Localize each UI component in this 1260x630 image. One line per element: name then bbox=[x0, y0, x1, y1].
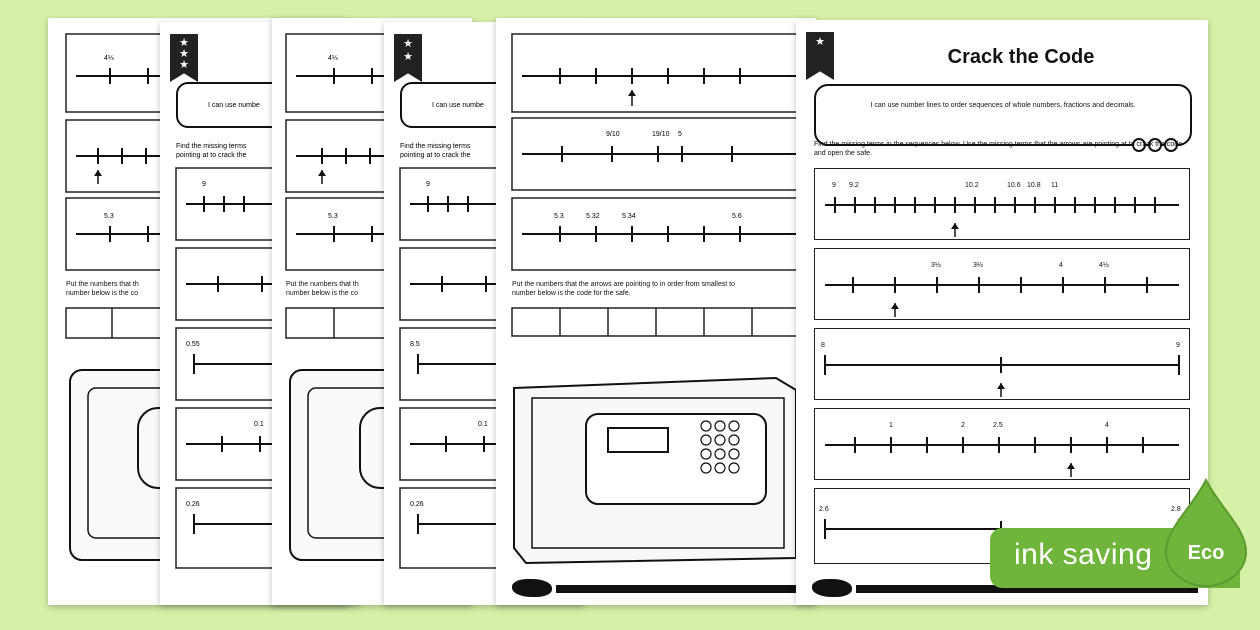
nl1-label-10-8: 10.8 bbox=[1027, 182, 1041, 189]
worksheet-back-5-art: 9/10 19/10 5 5.3 5.32 5.34 5.6 bbox=[511, 33, 803, 565]
back1-label-a: 4⅓ bbox=[104, 55, 114, 62]
back5-label-1: 5.3 bbox=[554, 213, 564, 220]
worksheet-title: Crack the Code bbox=[947, 46, 1095, 68]
back5-frac-label-1: 9/10 bbox=[606, 131, 620, 138]
nl4-label-2-5: 2.5 bbox=[993, 422, 1003, 429]
nl1-label-10-6: 10.6 bbox=[1007, 182, 1021, 189]
nl1-label-9-2: 9.2 bbox=[849, 182, 859, 189]
objective-circles bbox=[1132, 138, 1178, 152]
nl5-label-2-8: 2.8 bbox=[1171, 506, 1181, 513]
back4-label-d: 8.5 bbox=[410, 341, 420, 348]
back2-objective-box: I can use numbe bbox=[176, 82, 360, 128]
nl2-label-3-2-3: 3⅔ bbox=[973, 262, 983, 269]
number-line-3-art: 8 9 bbox=[821, 342, 1180, 397]
nl4-label-2: 2 bbox=[961, 422, 965, 429]
objective-box: I can use number lines to order sequence… bbox=[814, 84, 1192, 152]
nl2-label-3-1-3: 3⅓ bbox=[931, 262, 941, 269]
back2-objective-text: I can use numbe bbox=[208, 102, 260, 109]
back5-frac-label-2: 19/10 bbox=[652, 131, 670, 138]
instructions-text: Find the missing terms in the sequences … bbox=[814, 141, 1183, 157]
number-line-4-art: 1 2 2.5 4 bbox=[825, 422, 1179, 477]
back2-difficulty-badge: ★ ★ ★ bbox=[170, 34, 198, 82]
back5-label-3: 5.34 bbox=[622, 213, 636, 220]
back4-objective-box: I can use numbe bbox=[400, 82, 584, 128]
number-line-3: 8 9 bbox=[814, 328, 1190, 400]
nl2-label-4: 4 bbox=[1059, 262, 1063, 269]
back2-instructions: Find the missing terms pointing at to cr… bbox=[176, 143, 247, 159]
front-footer bbox=[796, 579, 1208, 597]
number-line-4: 1 2 2.5 4 bbox=[814, 408, 1190, 480]
footer-bar bbox=[856, 585, 1198, 593]
safe-illustration bbox=[513, 376, 797, 565]
back4-instructions: Find the missing terms pointing at to cr… bbox=[400, 143, 471, 159]
back1-label-b: 5.3 bbox=[104, 213, 114, 220]
worksheet-back-5: 9/10 19/10 5 5.3 5.32 5.34 5.6 bbox=[496, 18, 816, 605]
number-line-1: 9 9.2 10.2 10.6 10.8 11 bbox=[814, 168, 1190, 240]
nl4-label-1: 1 bbox=[889, 422, 893, 429]
nl1-label-9: 9 bbox=[832, 182, 836, 189]
back5-order-text: Put the numbers that the arrows are poin… bbox=[512, 281, 735, 297]
number-line-2: 3⅓ 3⅔ 4 4⅓ bbox=[814, 248, 1190, 320]
back4-label-f: 0.1 bbox=[478, 421, 488, 428]
back3-label-b: 5.3 bbox=[328, 213, 338, 220]
back2-label-c: 9 bbox=[202, 181, 206, 188]
nl3-label-8: 8 bbox=[821, 342, 825, 349]
nl1-label-11: 11 bbox=[1051, 182, 1058, 189]
back5-footer bbox=[496, 579, 816, 597]
number-line-1-art: 9 9.2 10.2 10.6 10.8 11 bbox=[825, 182, 1179, 237]
twinkl-logo bbox=[812, 579, 852, 597]
back1-order-text: Put the numbers that th number below is … bbox=[66, 281, 139, 297]
nl4-label-4: 4 bbox=[1105, 422, 1109, 429]
back5-label-2: 5.32 bbox=[586, 213, 600, 220]
back5-label-4: 5.6 bbox=[732, 213, 742, 220]
back2-label-f: 0.1 bbox=[254, 421, 264, 428]
eco-drop-icon bbox=[1164, 478, 1248, 587]
worksheet-front: ★ Crack the Code I can use number lines … bbox=[796, 20, 1208, 605]
back4-label-e: 0.26 bbox=[410, 501, 424, 508]
nl1-label-10-2: 10.2 bbox=[965, 182, 979, 189]
back2-label-d: 0.55 bbox=[186, 341, 200, 348]
twinkl-logo bbox=[512, 579, 552, 597]
back3-label-a: 4⅓ bbox=[328, 55, 338, 62]
back4-objective-text: I can use numbe bbox=[432, 102, 484, 109]
nl3-label-9: 9 bbox=[1176, 342, 1180, 349]
back4-label-c: 9 bbox=[426, 181, 430, 188]
back3-order-text: Put the numbers that th number below is … bbox=[286, 281, 359, 297]
ink-saving-label: ink saving bbox=[1014, 538, 1153, 571]
nl2-label-4-1-3: 4⅓ bbox=[1099, 262, 1109, 269]
nl5-label-2-6: 2.6 bbox=[819, 506, 829, 513]
footer-bar bbox=[556, 585, 806, 593]
difficulty-star-badge: ★ bbox=[806, 32, 834, 80]
eco-badge-text: Eco bbox=[1187, 542, 1225, 564]
number-line-2-art: 3⅓ 3⅔ 4 4⅓ bbox=[825, 262, 1179, 317]
back2-label-e: 0.26 bbox=[186, 501, 200, 508]
objective-text: I can use number lines to order sequence… bbox=[870, 102, 1136, 109]
back5-frac-label-3: 5 bbox=[678, 131, 682, 138]
